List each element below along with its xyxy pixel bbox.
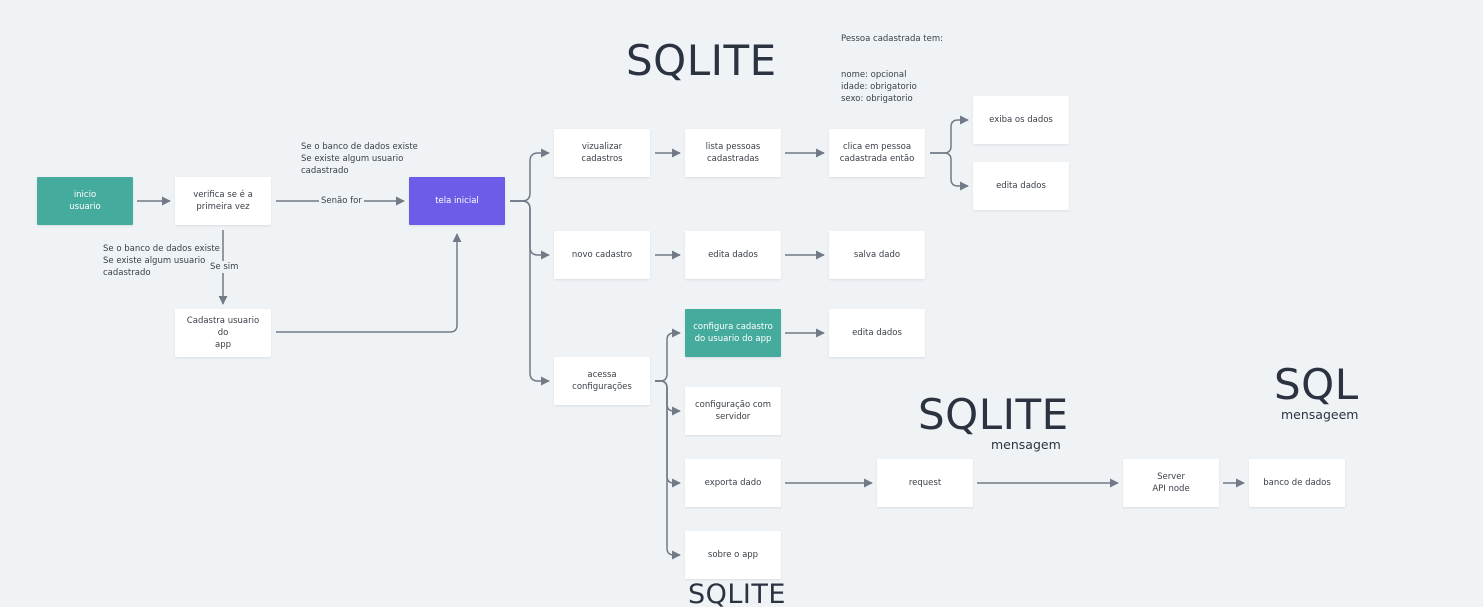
sqlite-heading-top: SQLITE (626, 36, 777, 85)
edge-acessa-sobre (655, 380, 681, 560)
node-banco-de-dados[interactable]: banco de dados (1249, 459, 1345, 507)
node-salva-dado[interactable]: salva dado (829, 231, 925, 279)
sqlite-heading-bottom: SQLITE (688, 579, 786, 607)
node-lista-pessoas[interactable]: lista pessoas cadastradas (685, 129, 781, 177)
node-clica-pessoa[interactable]: clica em pessoa cadastrada então (829, 129, 925, 177)
senao-condition-note: Se o banco de dados existe Se existe alg… (301, 142, 418, 176)
node-novo-cadastro[interactable]: novo cadastro (554, 231, 650, 279)
node-sobre-o-app[interactable]: sobre o app (685, 531, 781, 579)
node-edita-dados-2[interactable]: edita dados (685, 231, 781, 279)
edge-clica-exiba (930, 115, 969, 154)
node-tela-inicial[interactable]: tela inicial (409, 177, 505, 225)
node-inicio-usuario[interactable]: inicio usuario (37, 177, 133, 225)
node-verifica-primeira-vez[interactable]: verifica se é a primeira vez (175, 177, 271, 225)
sqlite-heading-mid: SQLITE (918, 390, 1069, 439)
node-exiba-dados[interactable]: exiba os dados (973, 96, 1069, 144)
edge-acessa-configura (655, 328, 681, 382)
node-server-api[interactable]: Server API node (1123, 459, 1219, 507)
node-configura-cadastro[interactable]: configura cadastro do usuario do app (685, 309, 781, 357)
node-configuracao-servidor[interactable]: configuração com servidor (685, 387, 781, 435)
node-request[interactable]: request (877, 459, 973, 507)
sql-right-subtitle: mensageem (1281, 407, 1359, 422)
pessoa-cadastrada-title: Pessoa cadastrada tem: (841, 34, 943, 44)
edge-clica-edita1 (930, 152, 969, 191)
node-acessa-configuracoes[interactable]: acessa configurações (554, 357, 650, 405)
sql-heading-right: SQL (1274, 360, 1359, 409)
edge-label-se-sim: Se sim (208, 261, 241, 273)
sqlite-mid-subtitle: mensagem (991, 437, 1061, 452)
node-edita-dados-3[interactable]: edita dados (829, 309, 925, 357)
pessoa-cadastrada-fields: nome: opcional idade: obrigatorio sexo: … (841, 70, 917, 104)
edge-label-senao-for: Senão for (319, 195, 364, 207)
edge-tela-vizualizar (510, 148, 550, 202)
node-edita-dados-1[interactable]: edita dados (973, 162, 1069, 210)
node-exporta-dado[interactable]: exporta dado (685, 459, 781, 507)
node-cadastra-usuario[interactable]: Cadastra usuario do app (175, 309, 271, 357)
node-vizualizar-cadastros[interactable]: vizualizar cadastros (554, 129, 650, 177)
sesim-condition-note: Se o banco de dados existe Se existe alg… (103, 244, 220, 278)
edge-tela-acessa (510, 200, 550, 386)
edge-cadastra-tela (276, 233, 462, 333)
